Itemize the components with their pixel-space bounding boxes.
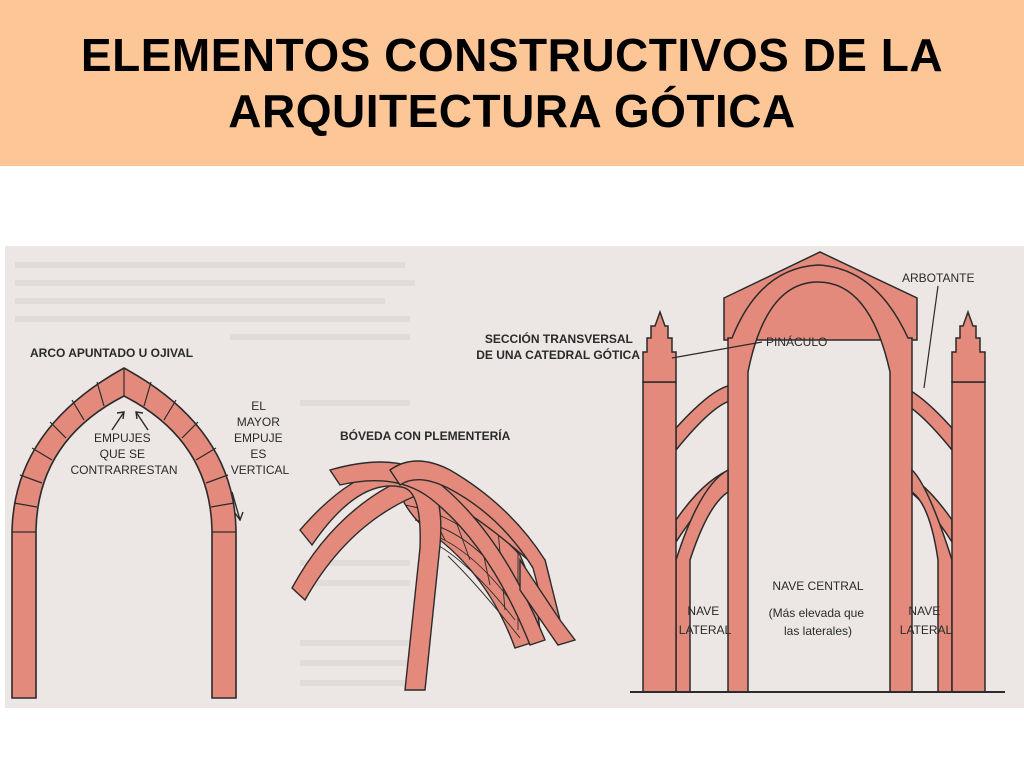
central-nave-label: NAVE CENTRAL [772,579,863,593]
pointed-arch-body [11,367,237,699]
aisle-vault-right [911,468,953,693]
arch-title: ARCO APUNTADO U OJIVAL [30,346,193,360]
vertical-thrust-label: EL MAYOR EMPUJE ES VERTICAL [231,399,290,477]
pointed-arch [11,367,244,699]
ribbed-vault [291,460,577,691]
lateral-left-line-2: LATERAL [679,623,732,637]
buttress-pier-right [951,381,986,693]
title-banner: ELEMENTOS CONSTRUCTIVOS DE LA ARQUITECTU… [0,0,1024,166]
vault-leg-right [519,557,577,646]
lateral-nave-right-label: NAVE LATERAL [900,604,953,637]
central-nave-note: (Más elevada que las laterales) [769,606,868,638]
lateral-nave-left-label: NAVE LATERAL [679,604,732,637]
thrust-label-line-1: EMPUJES [94,431,151,445]
voussoir-joints [12,368,236,533]
thrust-label-line-3: CONTRARRESTAN [70,463,177,477]
thrust-arrows [111,411,244,522]
vertical-label-line-2: MAYOR [237,415,280,429]
central-note-line-2: las laterales) [784,624,852,638]
pinnacle-right [951,309,986,383]
aisle-vault-left [675,468,729,693]
thrust-label: EMPUJES QUE SE CONTRARRESTAN [70,431,177,477]
vault-title: BÓVEDA CON PLEMENTERÍA [340,428,511,443]
flying-buttress-label: ARBOTANTE [902,271,974,285]
faded-background-text [15,262,415,686]
title-line-2: ARQUITECTURA GÓTICA [228,85,796,137]
section-title-line-2: DE UNA CATEDRAL GÓTICA [476,347,640,362]
vertical-label-line-5: VERTICAL [231,463,290,477]
section-title: SECCIÓN TRANSVERSAL DE UNA CATEDRAL GÓTI… [476,331,640,362]
section-title-line-1: SECCIÓN TRANSVERSAL [485,331,633,346]
vertical-label-line-1: EL [251,399,266,413]
pinnacle-leader [671,341,763,359]
title-line-1: ELEMENTOS CONSTRUCTIVOS DE LA [80,29,944,81]
lateral-right-line-1: NAVE [908,604,940,618]
lateral-left-line-1: NAVE [687,604,719,618]
buttress-leader [923,285,939,389]
vertical-label-line-3: EMPUJE [234,431,283,445]
vertical-label-line-4: ES [250,447,266,461]
pinnacle-label: PINÁCULO [766,334,827,349]
gable-roof [723,251,918,341]
cathedral-section [630,251,1005,693]
thrust-label-line-2: QUE SE [100,447,145,461]
buttress-pier-left [642,381,677,693]
central-note-line-1: (Más elevada que [769,606,865,620]
slide-title: ELEMENTOS CONSTRUCTIVOS DE LA ARQUITECTU… [22,27,1002,139]
lateral-right-line-2: LATERAL [900,623,953,637]
pinnacle-left [642,309,677,383]
